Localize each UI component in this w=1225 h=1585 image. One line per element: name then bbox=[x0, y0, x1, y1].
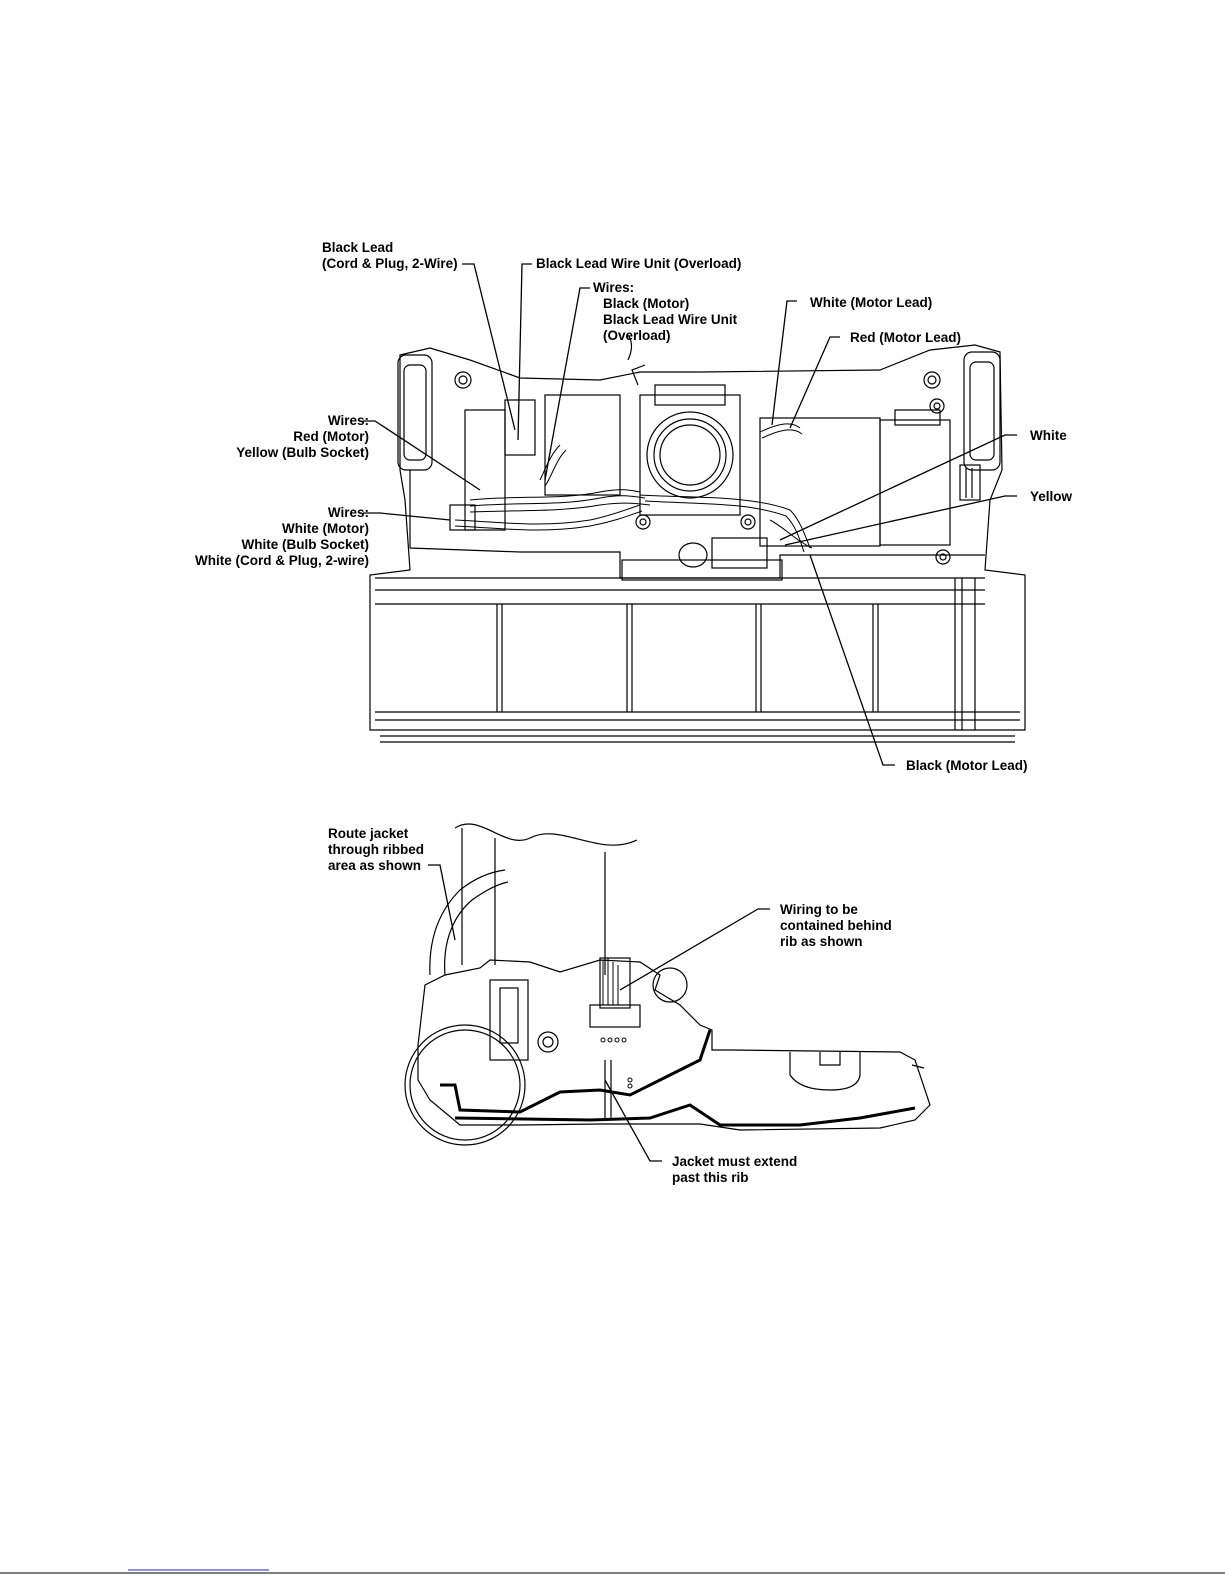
callout-line: past this rib bbox=[672, 1170, 749, 1185]
callout-line: Jacket must extend bbox=[672, 1154, 798, 1169]
callout-red-motor-lead: Red (Motor Lead) bbox=[850, 330, 961, 346]
vacuum-base-top-view bbox=[369, 334, 1026, 743]
callout-wires-white: Wires: White (Motor) White (Bulb Socket)… bbox=[150, 505, 369, 569]
callout-route-jacket: Route jacket through ribbed area as show… bbox=[328, 826, 424, 874]
callout-line: through ribbed bbox=[328, 842, 424, 857]
callout-line: White (Cord & Plug, 2-wire) bbox=[195, 553, 369, 568]
callout-line: Red (Motor) bbox=[293, 429, 369, 444]
callout-jacket-extend: Jacket must extend past this rib bbox=[672, 1154, 797, 1186]
callout-line: Black (Motor) bbox=[603, 296, 690, 311]
callout-line: Black (Motor Lead) bbox=[906, 758, 1028, 773]
callout-white: White bbox=[1030, 428, 1067, 444]
callout-black-motor-lead: Black (Motor Lead) bbox=[906, 758, 1028, 774]
callout-line: Wiring to be bbox=[780, 902, 858, 917]
callout-line: Black Lead bbox=[322, 240, 394, 255]
callout-line: Wires: bbox=[327, 505, 369, 520]
callout-black-lead-cord: Black Lead (Cord & Plug, 2-Wire) bbox=[322, 240, 458, 272]
callout-line: contained behind bbox=[780, 918, 892, 933]
callout-line: rib as shown bbox=[780, 934, 863, 949]
callout-line: (Cord & Plug, 2-Wire) bbox=[322, 256, 458, 271]
callout-line: White (Bulb Socket) bbox=[241, 537, 370, 552]
callout-line: Red (Motor Lead) bbox=[850, 330, 961, 345]
callout-line: White bbox=[1030, 428, 1067, 443]
callout-line: Black Lead Wire Unit bbox=[603, 312, 738, 327]
callout-line: White (Motor Lead) bbox=[810, 295, 933, 310]
callout-line: Yellow bbox=[1030, 489, 1073, 504]
callout-line: (Overload) bbox=[603, 328, 671, 343]
wire-harness-top bbox=[454, 423, 813, 553]
callout-black-lead-overload: Black Lead Wire Unit (Overload) bbox=[536, 256, 741, 272]
callout-line: area as shown bbox=[328, 858, 422, 873]
callout-wires-red-yellow: Wires: Red (Motor) Yellow (Bulb Socket) bbox=[190, 413, 369, 461]
vacuum-base-side-view bbox=[404, 823, 931, 1146]
callout-line: Yellow (Bulb Socket) bbox=[236, 445, 369, 460]
callout-line: Wires: bbox=[327, 413, 369, 428]
callout-yellow: Yellow bbox=[1030, 489, 1072, 505]
wire-harness-side bbox=[600, 958, 633, 1089]
leader-lines bbox=[363, 263, 1017, 1162]
callout-line: Wires: bbox=[593, 280, 635, 295]
callout-line: Route jacket bbox=[328, 826, 409, 841]
callout-white-motor-lead: White (Motor Lead) bbox=[810, 295, 932, 311]
callout-line: White (Motor) bbox=[282, 521, 369, 536]
callout-line: Black Lead Wire Unit (Overload) bbox=[536, 256, 742, 271]
callout-wires-black: Wires: Black (Motor) Black Lead Wire Uni… bbox=[593, 280, 737, 344]
callout-wiring-contained: Wiring to be contained behind rib as sho… bbox=[780, 902, 892, 950]
